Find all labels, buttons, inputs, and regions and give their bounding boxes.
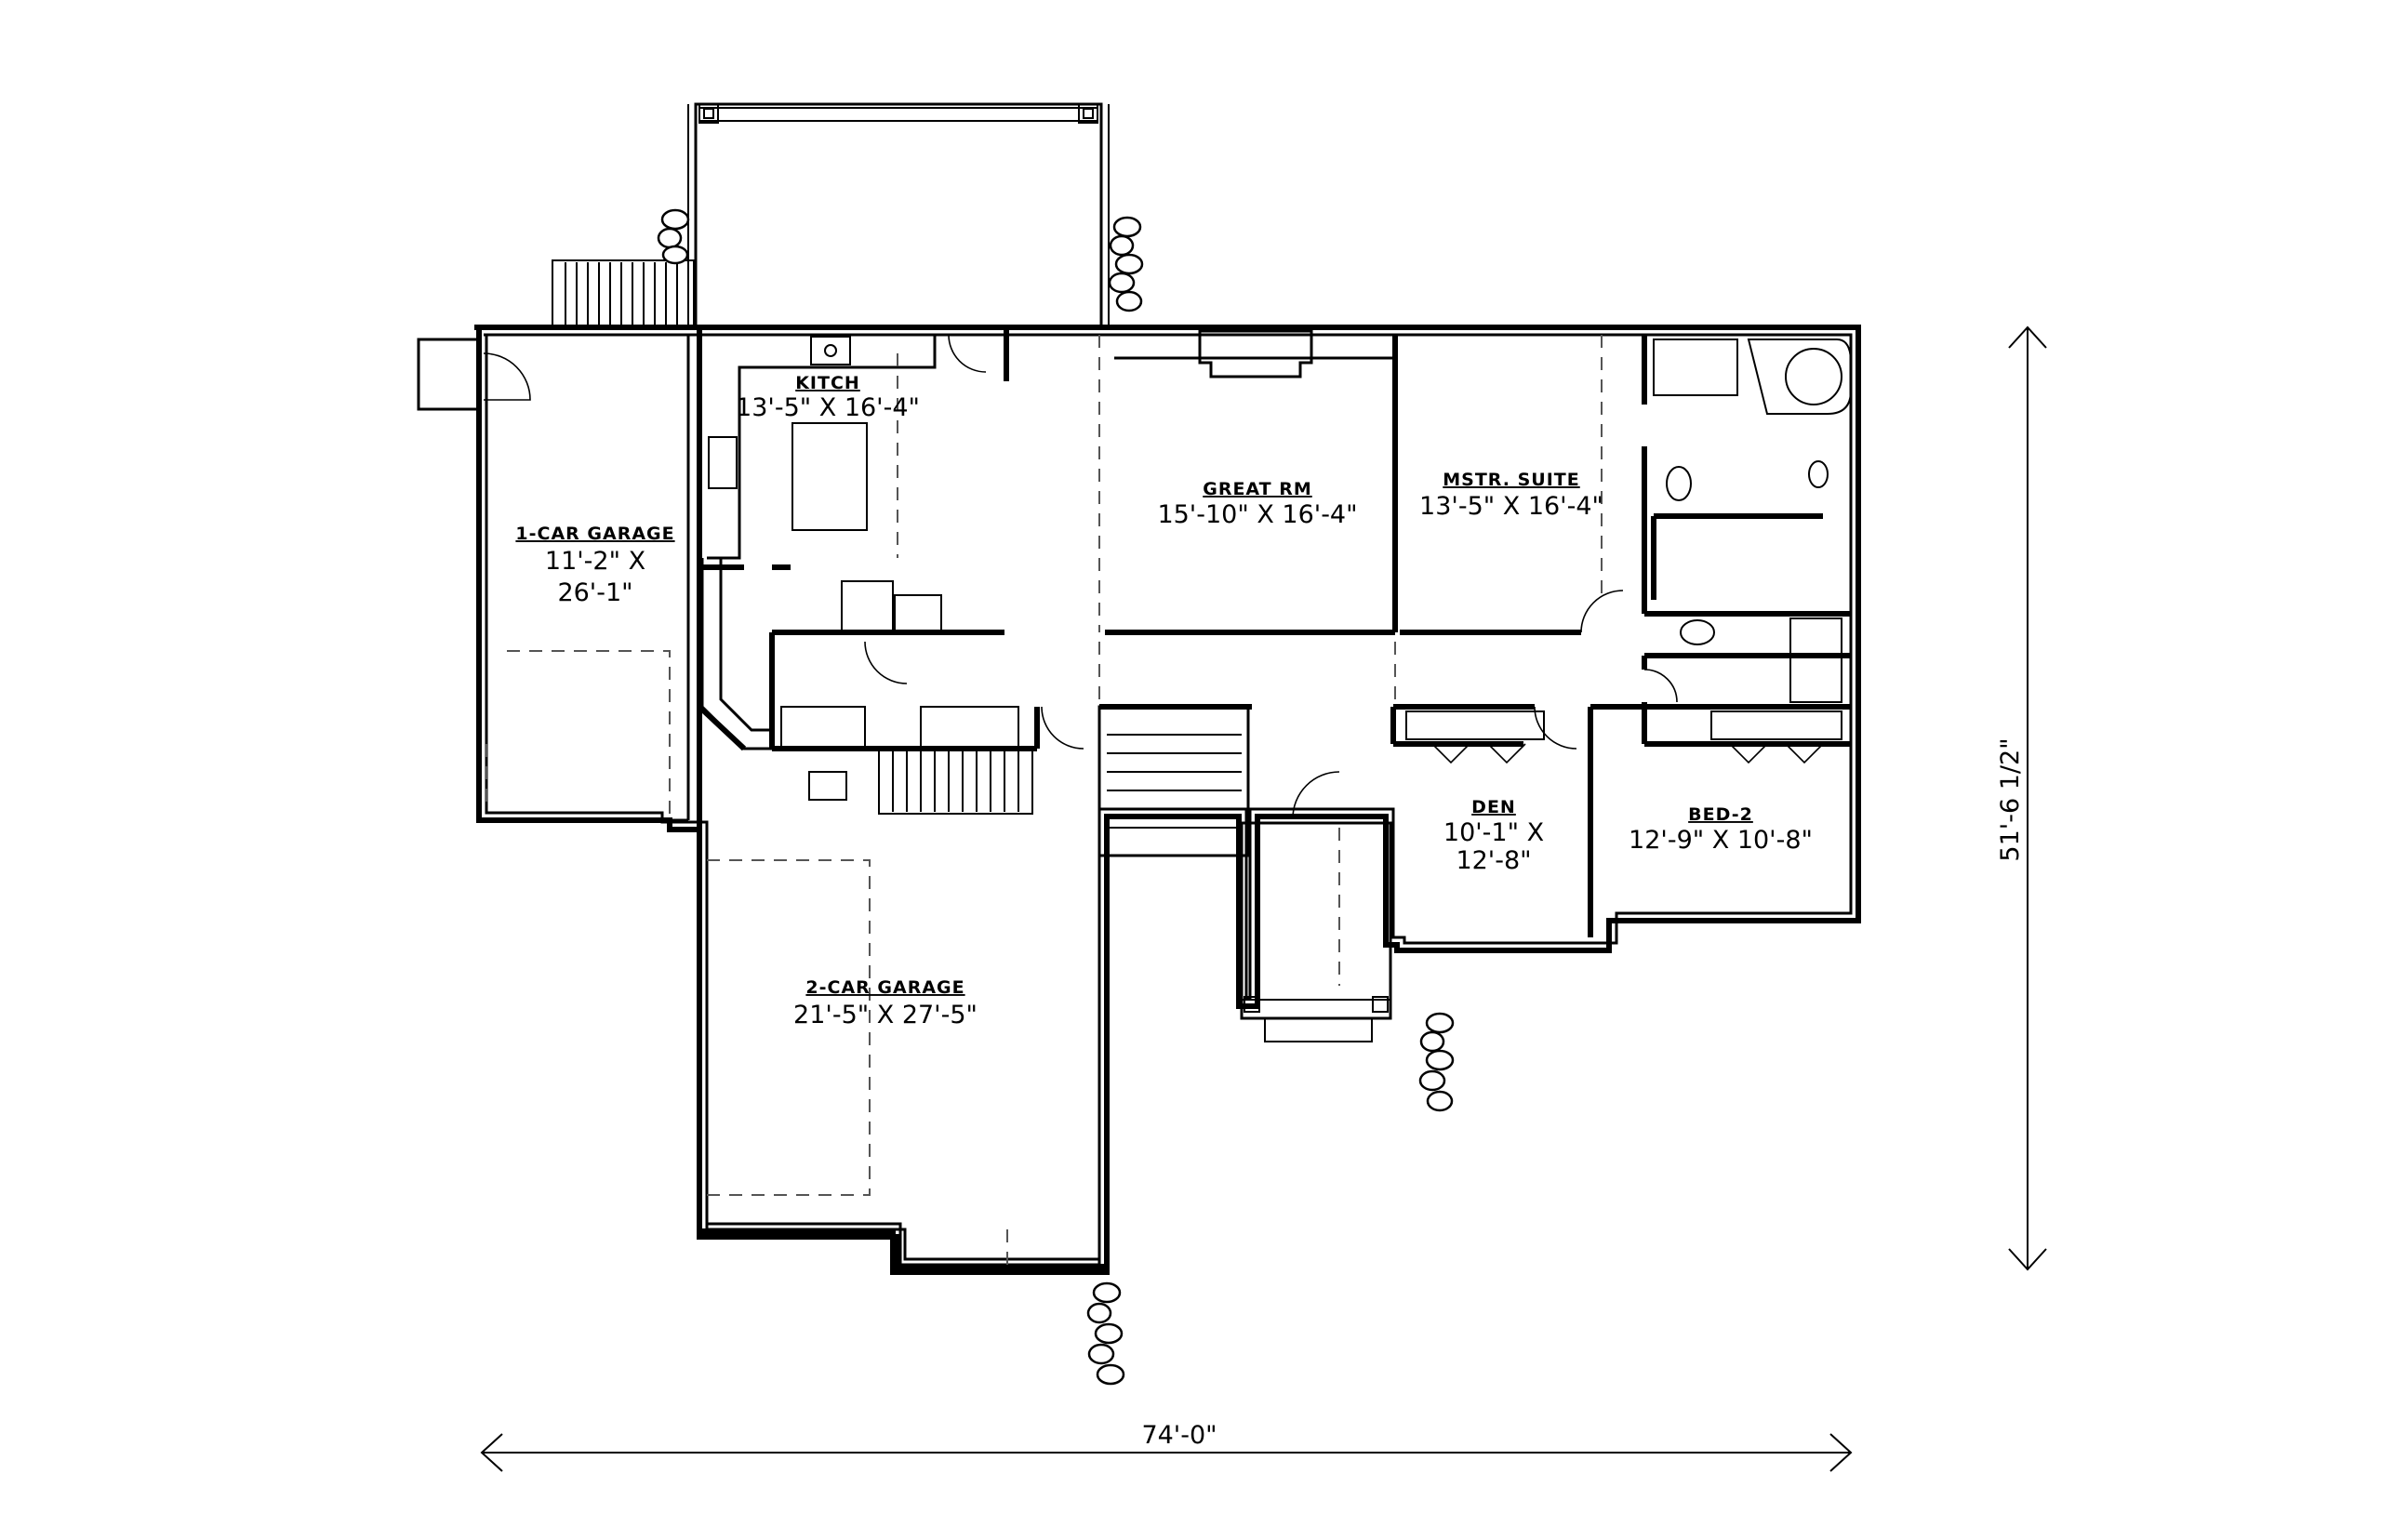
bed-2-dim: 12'-9" X 10'-8" — [1629, 826, 1813, 855]
exterior-walls — [476, 325, 1861, 1275]
master-suite-name: MSTR. SUITE — [1443, 470, 1580, 490]
two-car-garage-name: 2-CAR GARAGE — [805, 977, 964, 998]
two-car-garage-dim: 21'-5" X 27'-5" — [793, 1001, 978, 1029]
fireplace — [486, 329, 1603, 809]
one-car-garage-name: 1-CAR GARAGE — [515, 524, 674, 544]
kitchen-dim: 13'-5" X 16'-4" — [736, 393, 920, 422]
depth-dimension: 51'-6 1/2" — [1996, 325, 2047, 1271]
stairs — [878, 705, 1250, 857]
great-room-dim: 15'-10" X 16'-4" — [1157, 500, 1357, 529]
den-dim-1: 10'-1" X — [1443, 818, 1544, 847]
front-porch — [1240, 821, 1392, 1042]
den-name: DEN — [1471, 797, 1516, 817]
two-car-garage — [697, 771, 1110, 1269]
one-car-garage-dim-2: 26'-1" — [557, 578, 632, 607]
den-dim-2: 12'-8" — [1456, 846, 1531, 875]
overall-width: 74'-0" — [1141, 1421, 1217, 1450]
kitchen-name: KITCH — [795, 373, 860, 393]
interior-walls — [697, 327, 1851, 937]
width-dimension: 74'-0" — [480, 1421, 1853, 1472]
room-labels: KITCH 13'-5" X 16'-4" GREAT RM 15'-10" X… — [515, 373, 1813, 1029]
master-suite-dim: 13'-5" X 16'-4" — [1419, 492, 1603, 521]
master-bath-fixtures — [1653, 339, 1852, 703]
rear-patio — [687, 102, 1110, 329]
landscape-rocks — [657, 208, 1455, 1386]
bed-2-name: BED-2 — [1688, 804, 1753, 825]
overall-depth: 51'-6 1/2" — [1996, 737, 2025, 861]
great-room-name: GREAT RM — [1203, 479, 1312, 499]
rear-steps — [552, 259, 695, 328]
one-car-garage-dim-1: 11'-2" X — [545, 547, 645, 576]
kitchen-cabinets — [700, 333, 1019, 750]
closets — [1405, 710, 1842, 764]
door-swings — [483, 334, 1678, 819]
one-car-garage — [417, 325, 690, 822]
